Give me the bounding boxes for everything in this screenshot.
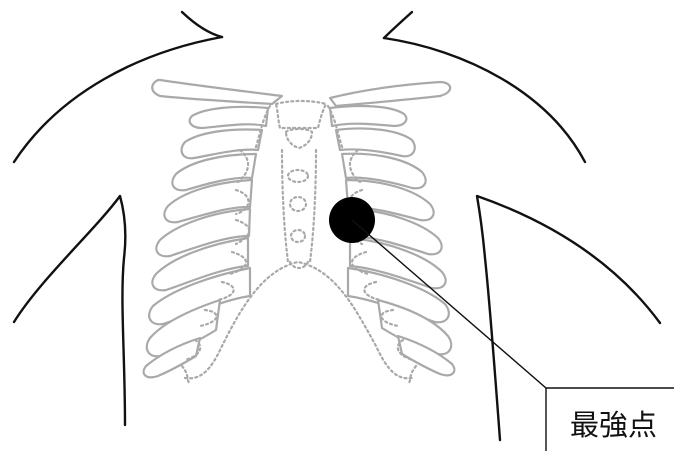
sternum [276,101,326,268]
ribs-left [144,106,270,384]
sternebra-1 [288,170,308,182]
sternum-notch [286,129,312,148]
armpit-right [477,196,660,440]
neck-left [182,12,222,37]
ribs-right [328,106,454,384]
rib-right-1 [330,106,406,126]
clavicles [152,80,450,106]
manubrium [276,101,326,128]
callout-label: 最強点 [570,408,657,442]
sternebra-2 [290,197,306,211]
armpit-left [14,196,125,425]
neck-right [384,12,412,38]
clavicle-right [330,82,450,106]
clavicle-left [152,80,282,104]
rib-right-2 [336,128,415,156]
sternebra-3 [291,230,305,242]
rib-left-1 [190,107,268,128]
sternum-body-outline [282,150,316,262]
